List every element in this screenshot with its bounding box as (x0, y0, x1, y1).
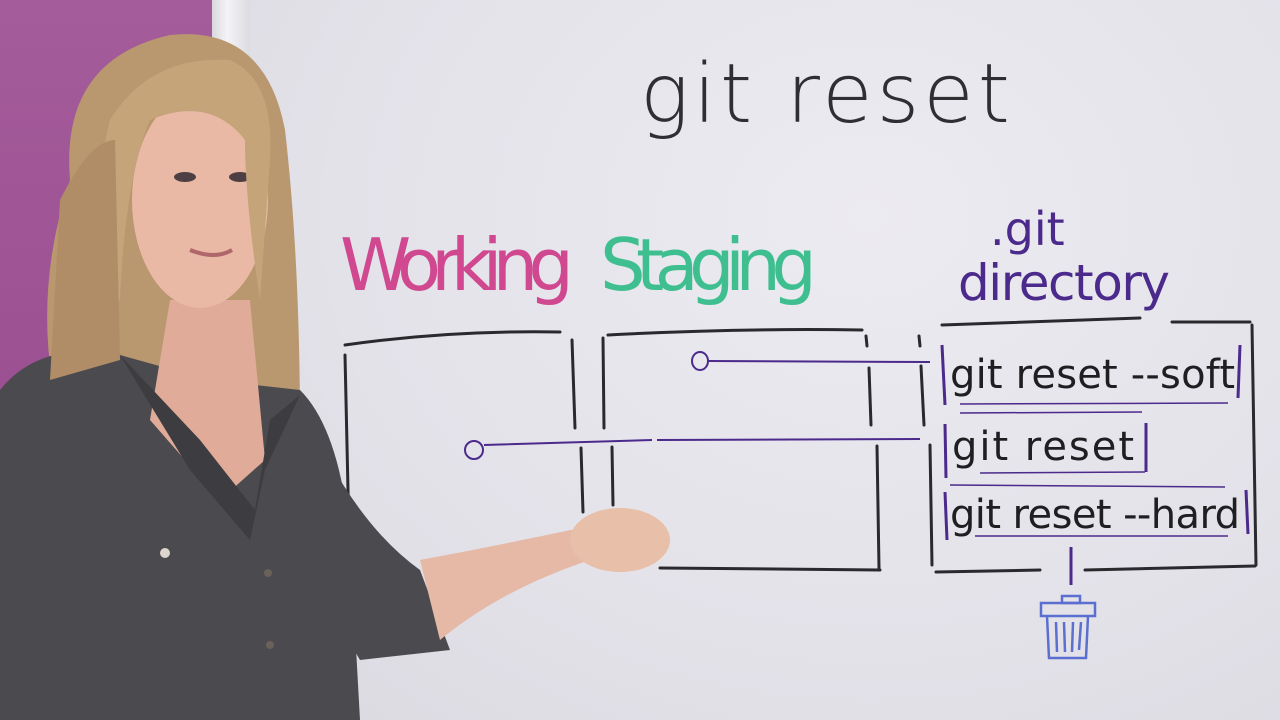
command-hard[interactable]: git reset --hard (943, 484, 1250, 541)
command-mixed[interactable]: git reset (943, 411, 1148, 479)
label-git-prefix: .git (990, 202, 1065, 256)
trash-can-icon (1039, 594, 1097, 660)
command-hard-label: git reset --hard (950, 492, 1240, 538)
reset-soft-arrow (691, 351, 931, 371)
command-soft-label: git reset --soft (950, 352, 1235, 398)
git-directory-box (917, 316, 1258, 574)
label-staging: Staging (600, 223, 815, 307)
working-box (343, 330, 585, 582)
staging-box (601, 328, 882, 572)
command-mixed-label: git reset (952, 424, 1134, 470)
reset-mixed-arrow (464, 438, 921, 460)
label-directory: directory (958, 254, 1170, 312)
presenter (0, 34, 670, 720)
title-git-reset: git reset (640, 47, 1014, 142)
label-working: Working (340, 223, 572, 307)
command-soft[interactable]: git reset --soft (940, 344, 1242, 406)
